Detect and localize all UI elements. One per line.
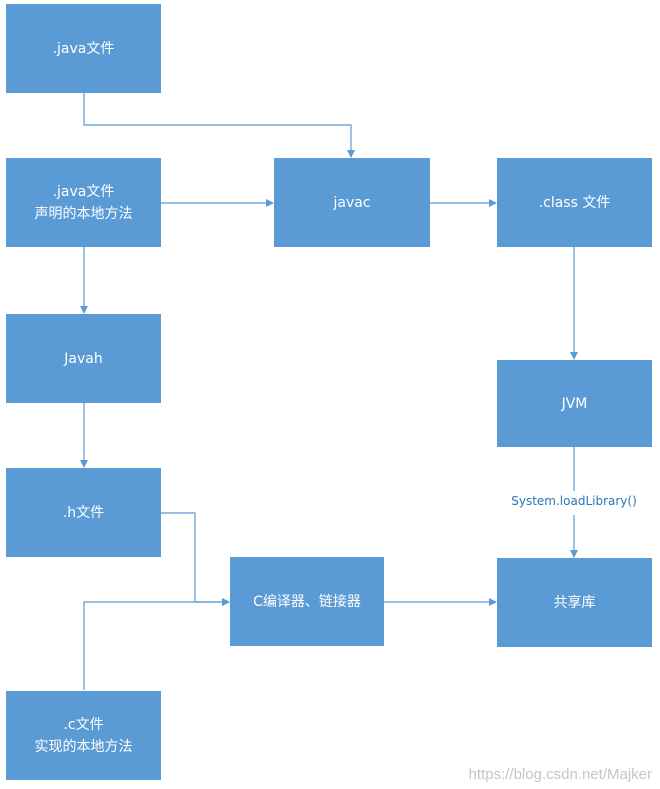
edge-h-to-compiler [161, 512, 230, 606]
shared-lib-label: 共享库 [553, 594, 596, 611]
class-file-label: .class 文件 [538, 194, 611, 211]
h-file-node: .h文件 [6, 468, 161, 557]
watermark: https://blog.csdn.net/Majker [468, 766, 652, 783]
edge-c-to-compiler [83, 598, 230, 690]
java-file-label: .java文件 [52, 40, 115, 57]
class-file-node: .class 文件 [497, 158, 652, 247]
edge-label-load-library: System.loadLibrary() [511, 494, 637, 508]
javac-label: javac [333, 194, 371, 211]
c-compiler-label: C编译器、链接器 [253, 593, 361, 610]
shared-lib-node: 共享库 [497, 558, 652, 647]
javac-node: javac [274, 158, 430, 247]
jvm-label: JVM [561, 395, 588, 412]
c-file-label-line1: .c文件 [63, 716, 104, 733]
java-native-node: .java文件 声明的本地方法 [6, 158, 161, 247]
edge-java-to-javac [83, 93, 355, 158]
jvm-node: JVM [497, 360, 652, 447]
c-file-node: .c文件 实现的本地方法 [6, 691, 161, 780]
c-file-label-line2: 实现的本地方法 [34, 738, 133, 755]
c-compiler-node: C编译器、链接器 [230, 557, 384, 646]
java-native-label-line2: 声明的本地方法 [34, 205, 133, 222]
java-file-node: .java文件 [6, 4, 161, 93]
javah-node: Javah [6, 314, 161, 403]
javah-label: Javah [64, 350, 103, 367]
java-native-label-line1: .java文件 [52, 183, 115, 200]
h-file-label: .h文件 [62, 504, 105, 521]
